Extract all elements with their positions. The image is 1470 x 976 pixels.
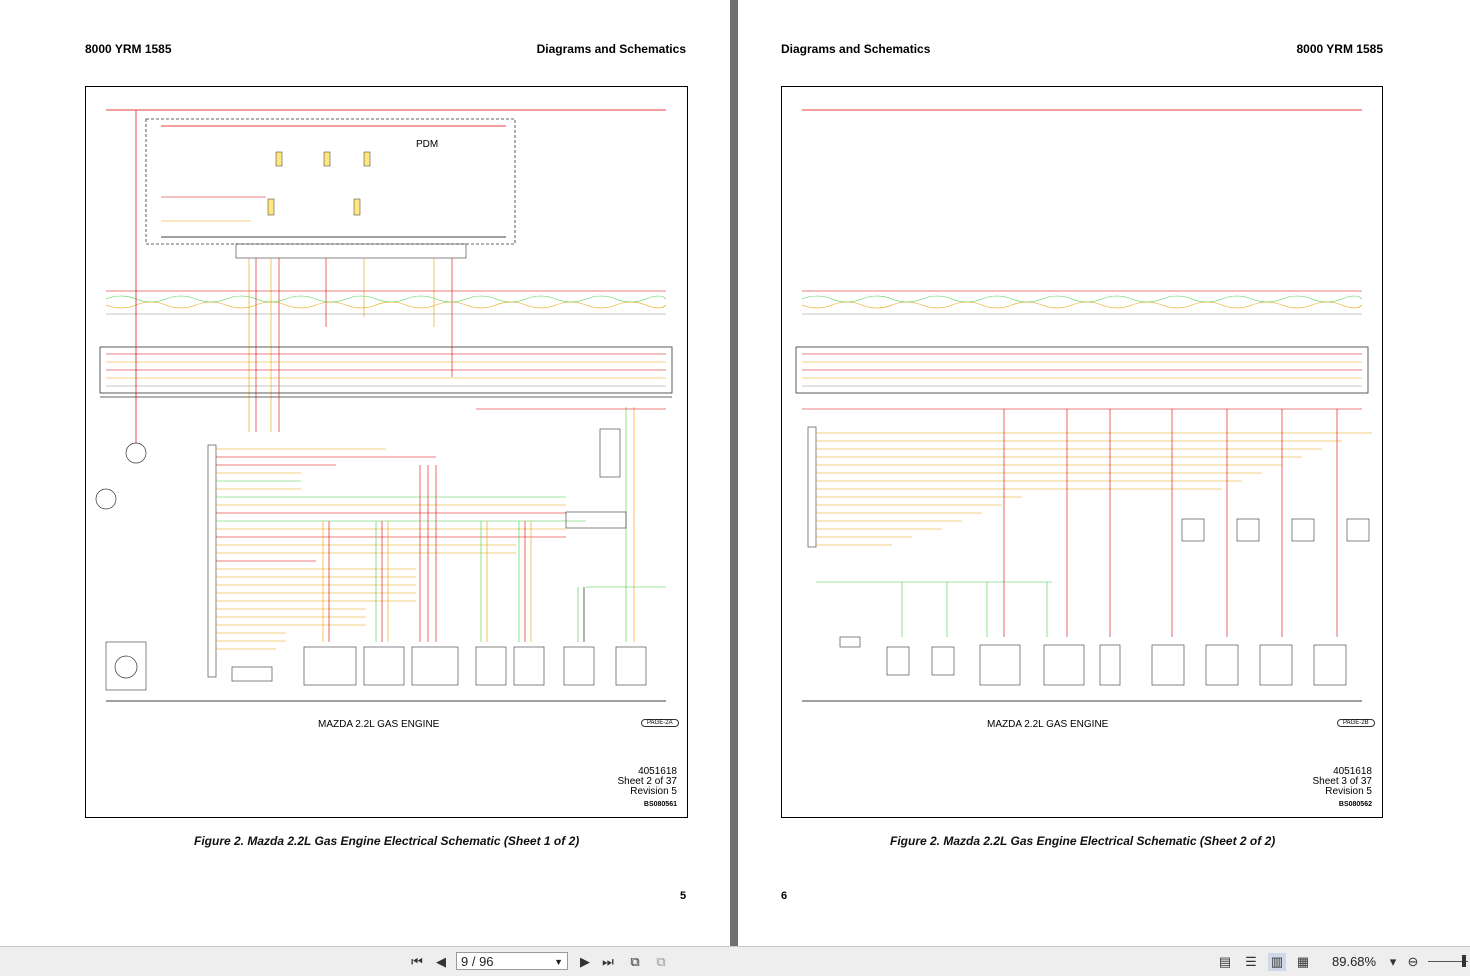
single-page-icon[interactable]: ▤ xyxy=(1218,954,1232,969)
page-tag: PAGE-2B xyxy=(1337,719,1375,727)
revision: Revision 5 xyxy=(1325,786,1372,797)
doc-id-header: 8000 YRM 1585 xyxy=(85,42,172,56)
fit-page-icon[interactable]: ⧉ xyxy=(630,954,640,969)
page-number: 5 xyxy=(680,890,687,902)
schematic-frame: MAZDA 2.2L GAS ENGINE PAGE-2B 4051618 Sh… xyxy=(781,86,1383,818)
figure-caption: Figure 2. Mazda 2.2L Gas Engine Electric… xyxy=(890,834,1276,848)
document-page-left: 8000 YRM 1585 Diagrams and Schematics xyxy=(0,0,730,946)
schematic-drawing-sheet-1 xyxy=(95,109,673,702)
first-page-icon[interactable]: ⏮ xyxy=(411,954,423,969)
viewer-toolbar: ⏮ ◀ 9 / 96 ▼ ▶ ⏭ ⧉ ⧉ ▤ ☰ ▥ ▦ 89.68% ▾ ⊖ xyxy=(0,946,1470,976)
sheet-number: Sheet 2 of 37 xyxy=(617,776,678,787)
zoom-slider-thumb[interactable] xyxy=(1462,955,1466,967)
drawing-stamp: 4051618 Sheet 3 of 37 Revision 5 xyxy=(1313,767,1373,797)
page-tag: PAGE-2A xyxy=(641,719,679,727)
chevron-down-icon[interactable]: ▼ xyxy=(554,957,563,967)
drawing-number: 4051618 xyxy=(638,766,677,777)
figure-caption: Figure 2. Mazda 2.2L Gas Engine Electric… xyxy=(194,834,580,848)
zoom-slider[interactable] xyxy=(1428,961,1468,962)
document-page-right: Diagrams and Schematics 8000 YRM 1585 xyxy=(738,0,1470,946)
zoom-dropdown-icon[interactable]: ▾ xyxy=(1389,954,1397,969)
next-page-icon[interactable]: ▶ xyxy=(580,954,590,969)
continuous-page-icon[interactable]: ☰ xyxy=(1245,954,1257,969)
zoom-out-icon[interactable]: ⊖ xyxy=(1407,954,1419,969)
two-page-continuous-icon[interactable]: ▦ xyxy=(1296,954,1310,969)
schematic-drawing-sheet-2 xyxy=(795,109,1372,702)
revision: Revision 5 xyxy=(630,786,677,797)
page-number-input[interactable]: 9 / 96 ▼ xyxy=(456,952,568,970)
previous-page-icon[interactable]: ◀ xyxy=(436,954,446,969)
drawing-number: 4051618 xyxy=(1333,766,1372,777)
last-page-icon[interactable]: ⏭ xyxy=(602,954,614,969)
schematic-frame: PDM MAZDA 2.2L GAS ENGINE PAGE-2A 405161… xyxy=(85,86,688,818)
sheet-number: Sheet 3 of 37 xyxy=(1312,776,1373,787)
pdm-label: PDM xyxy=(416,139,439,150)
reference-code: BS080562 xyxy=(1338,801,1372,808)
reference-code: BS080561 xyxy=(643,801,677,808)
zoom-level[interactable]: 89.68% xyxy=(1332,954,1377,969)
schematic-title: MAZDA 2.2L GAS ENGINE xyxy=(318,719,440,730)
section-header: Diagrams and Schematics xyxy=(781,42,931,56)
two-page-icon[interactable]: ▥ xyxy=(1268,953,1286,971)
drawing-stamp: 4051618 Sheet 2 of 37 Revision 5 xyxy=(618,767,678,797)
page-indicator: 9 / 96 xyxy=(461,954,494,969)
schematic-title: MAZDA 2.2L GAS ENGINE xyxy=(987,719,1109,730)
page-number: 6 xyxy=(781,890,788,902)
fit-width-icon[interactable]: ⧉ xyxy=(656,954,666,969)
section-header: Diagrams and Schematics xyxy=(536,42,686,56)
doc-id-header: 8000 YRM 1585 xyxy=(1296,42,1383,56)
